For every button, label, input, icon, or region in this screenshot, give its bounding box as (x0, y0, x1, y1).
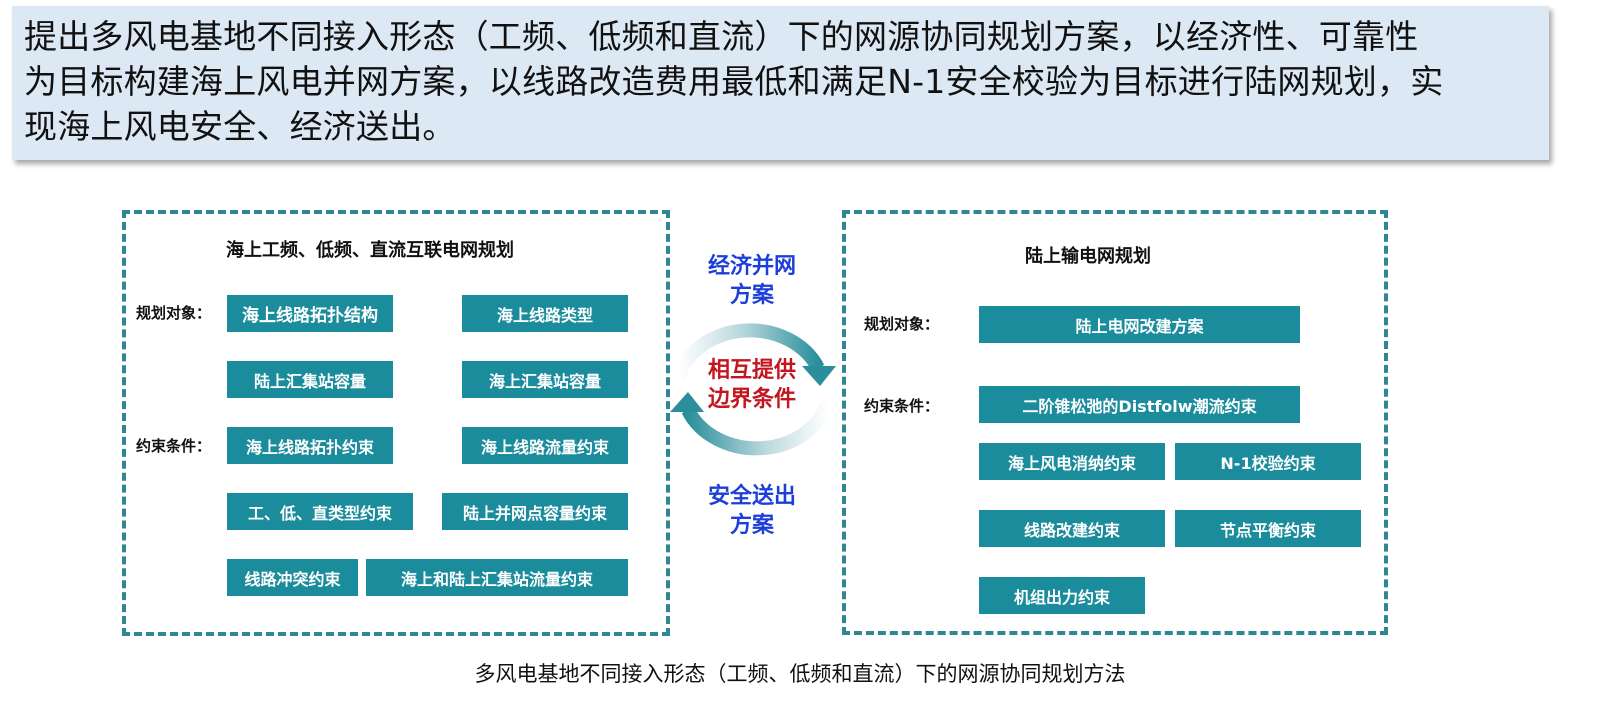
secure-delivery-plan-line-1: 安全送出 (707, 484, 796, 509)
onshore-constraint-wind-absorption: 海上风电消纳约束 (979, 443, 1165, 480)
secure-delivery-plan-line-2: 方案 (729, 513, 774, 538)
onshore-objects-label: 规划对象： (864, 315, 940, 333)
mutual-boundary-text: 相互提供 边界条件 (690, 356, 814, 414)
offshore-constraint-type: 工、低、直类型约束 (227, 493, 413, 530)
summary-line-3: 现海上风电安全、经济送出。 (24, 107, 456, 146)
offshore-planning-panel (122, 210, 670, 636)
offshore-panel-title: 海上工频、低频、直流互联电网规划 (226, 240, 514, 261)
offshore-constraints-label: 约束条件： (136, 437, 212, 455)
figure-caption: 多风电基地不同接入形态（工频、低频和直流）下的网源协同规划方法 (474, 662, 1126, 686)
economic-grid-plan-line-1: 经济并网 (707, 254, 796, 279)
onshore-constraint-node-balance: 节点平衡约束 (1175, 510, 1361, 547)
onshore-planning-panel (842, 210, 1388, 635)
onshore-constraints-label: 约束条件： (864, 397, 940, 415)
offshore-constraint-topology: 海上线路拓扑约束 (227, 427, 393, 464)
offshore-object-onshore-station-capacity: 陆上汇集站容量 (227, 361, 393, 398)
cycle-arrows-icon (670, 323, 836, 456)
offshore-object-offshore-station-capacity: 海上汇集站容量 (462, 361, 628, 398)
secure-delivery-plan-text: 安全送出 方案 (690, 482, 814, 540)
mutual-boundary-line-1: 相互提供 (707, 358, 796, 383)
offshore-constraint-station-flow: 海上和陆上汇集站流量约束 (366, 559, 628, 596)
offshore-constraint-line-conflict: 线路冲突约束 (227, 559, 358, 596)
offshore-object-topology: 海上线路拓扑结构 (227, 295, 393, 332)
onshore-object-rebuild-plan: 陆上电网改建方案 (979, 306, 1300, 343)
offshore-object-line-type: 海上线路类型 (462, 295, 628, 332)
offshore-constraint-grid-point-capacity: 陆上并网点容量约束 (442, 493, 628, 530)
onshore-constraint-unit-output: 机组出力约束 (979, 577, 1145, 614)
economic-grid-plan-line-2: 方案 (729, 283, 774, 308)
summary-line-2: 为目标构建海上风电并网方案，以线路改造费用最低和满足N-1安全校验为目标进行陆网… (24, 62, 1444, 101)
onshore-constraint-distflow: 二阶锥松弛的Distfolw潮流约束 (979, 386, 1300, 423)
offshore-objects-label: 规划对象： (136, 304, 212, 322)
summary-box: 提出多风电基地不同接入形态（工频、低频和直流）下的网源协同规划方案，以经济性、可… (12, 6, 1549, 160)
onshore-constraint-n1-check: N-1校验约束 (1175, 443, 1361, 480)
onshore-constraint-line-rebuild: 线路改建约束 (979, 510, 1165, 547)
onshore-panel-title: 陆上输电网规划 (1025, 246, 1151, 267)
summary-line-1: 提出多风电基地不同接入形态（工频、低频和直流）下的网源协同规划方案，以经济性、可… (24, 17, 1419, 56)
offshore-constraint-line-flow: 海上线路流量约束 (462, 427, 628, 464)
mutual-boundary-line-2: 边界条件 (707, 387, 796, 412)
economic-grid-plan-text: 经济并网 方案 (690, 252, 814, 310)
